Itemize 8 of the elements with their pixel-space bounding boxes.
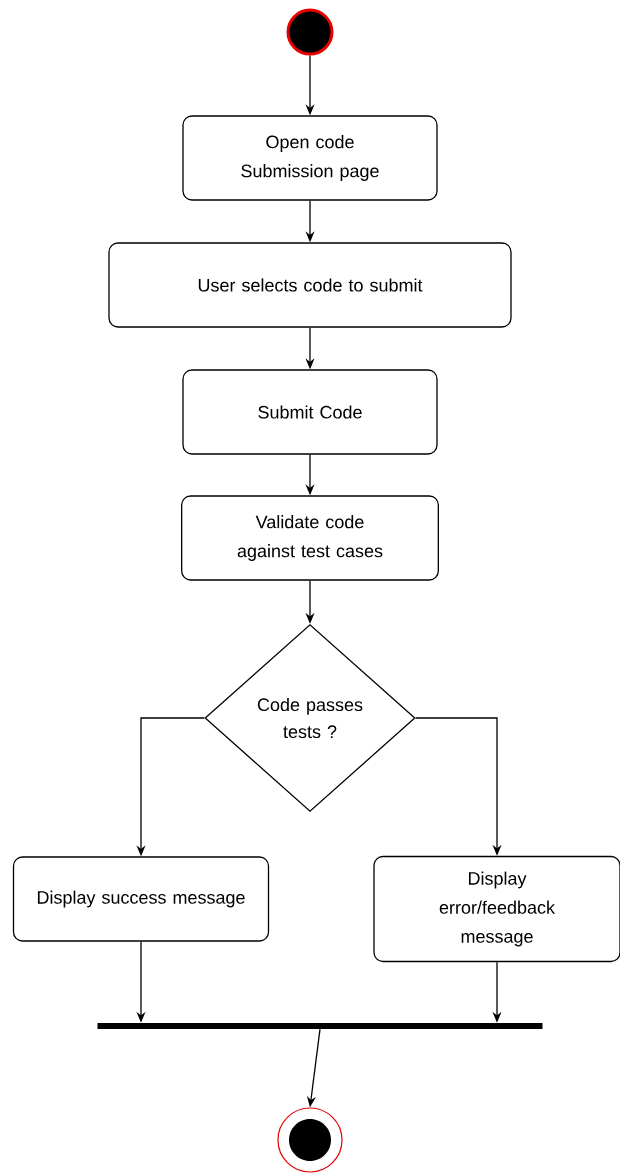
process-box: User selects code to submit <box>108 242 512 328</box>
process-box: Validate code against test cases <box>181 495 439 581</box>
start-node <box>286 8 334 56</box>
process-box: Submit Code <box>182 369 438 455</box>
process-box: Display success message <box>12 856 270 942</box>
process-box: Display error/feedback message <box>373 855 620 963</box>
process-box: Open code Submission page <box>182 115 438 201</box>
end-node <box>277 1107 343 1173</box>
